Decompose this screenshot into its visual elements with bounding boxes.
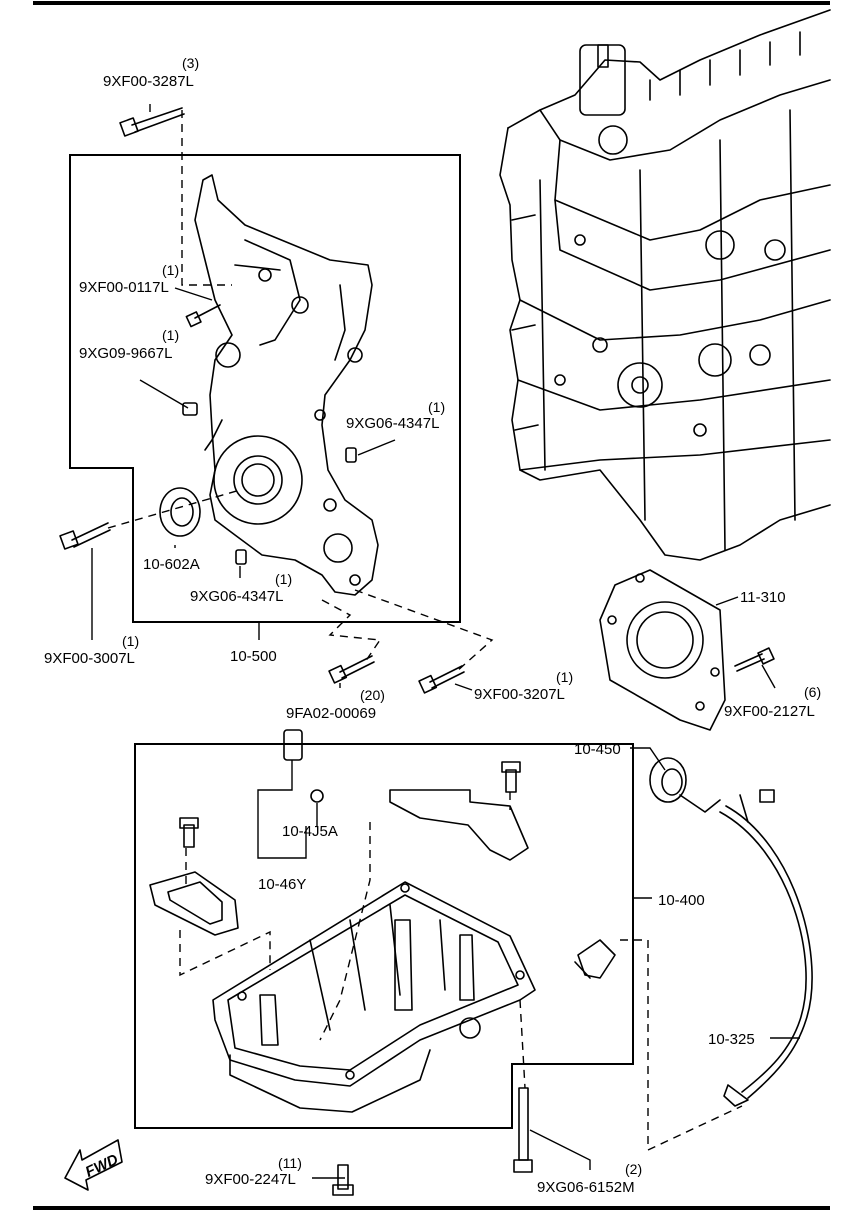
qty-9XF00-3287L: (3) bbox=[182, 55, 199, 71]
rear-seal-housing-drawing bbox=[599, 569, 726, 731]
qty-9XG06-4347L-lower: (1) bbox=[275, 571, 292, 587]
label-9FA02-00069: 9FA02-00069 bbox=[286, 705, 376, 722]
bolt-drawings bbox=[59, 107, 775, 1196]
label-9XG09-9667L: 9XG09-9667L bbox=[79, 345, 172, 362]
label-9XF00-3287L: 9XF00-3287L bbox=[103, 73, 194, 90]
qty-9XG09-9667L: (1) bbox=[162, 327, 179, 343]
label-10-400: 10-400 bbox=[658, 892, 705, 909]
oil-strainer-drawing bbox=[649, 757, 721, 813]
baffle-plate-drawing bbox=[149, 789, 529, 936]
label-10-4J5A: 10-4J5A bbox=[282, 823, 338, 840]
dowel-pin-drawings bbox=[235, 447, 357, 565]
dipstick-drawing bbox=[719, 794, 813, 1107]
label-9XF00-2127L: 9XF00-2127L bbox=[724, 703, 815, 720]
label-9XF00-2247L: 9XF00-2247L bbox=[205, 1171, 296, 1188]
oil-pan-drawing bbox=[212, 881, 616, 1113]
qty-9XG06-4347L-upper: (1) bbox=[428, 399, 445, 415]
qty-9XF00-0117L: (1) bbox=[162, 262, 179, 278]
forward-direction-arrow: FWD bbox=[64, 1139, 123, 1191]
qty-9XF00-2127L: (6) bbox=[804, 684, 821, 700]
label-10-46Y: 10-46Y bbox=[258, 876, 306, 893]
qty-9XF00-2247L: (11) bbox=[278, 1155, 302, 1171]
label-9XG06-4347L-lower: 9XG06-4347L bbox=[190, 588, 283, 605]
label-11-310: 11-310 bbox=[740, 589, 786, 606]
label-9XF00-0117L: 9XF00-0117L bbox=[79, 279, 169, 296]
leader-lines bbox=[91, 104, 800, 1179]
qty-9XG06-6152M: (2) bbox=[625, 1161, 642, 1177]
qty-9FA02-00069: (20) bbox=[360, 687, 385, 703]
fwd-label: FWD bbox=[83, 1151, 121, 1181]
drain-plug-drawing bbox=[283, 729, 324, 803]
label-10-500: 10-500 bbox=[230, 648, 277, 665]
label-10-450: 10-450 bbox=[574, 741, 621, 758]
label-10-325: 10-325 bbox=[708, 1031, 755, 1048]
dashed-alignment-lines bbox=[107, 110, 743, 1152]
label-9XF00-3207L: 9XF00-3207L bbox=[474, 686, 565, 703]
front-cover-drawing bbox=[194, 174, 379, 596]
engine-block-drawing bbox=[499, 9, 831, 561]
oil-pan-group-box bbox=[134, 743, 634, 1129]
oil-seal-drawing bbox=[159, 487, 201, 537]
label-9XF00-3007L: 9XF00-3007L bbox=[44, 650, 135, 667]
part-labels: (3) 9XF00-3287L (1) 9XF00-0117L (1) 9XG0… bbox=[44, 55, 821, 1196]
label-10-602A: 10-602A bbox=[143, 556, 200, 573]
qty-9XF00-3007L: (1) bbox=[122, 633, 139, 649]
label-9XG06-6152M: 9XG06-6152M bbox=[537, 1179, 635, 1196]
qty-9XF00-3207L: (1) bbox=[556, 669, 573, 685]
label-9XG06-4347L-upper: 9XG06-4347L bbox=[346, 415, 439, 432]
front-cover-group-box bbox=[69, 154, 461, 623]
